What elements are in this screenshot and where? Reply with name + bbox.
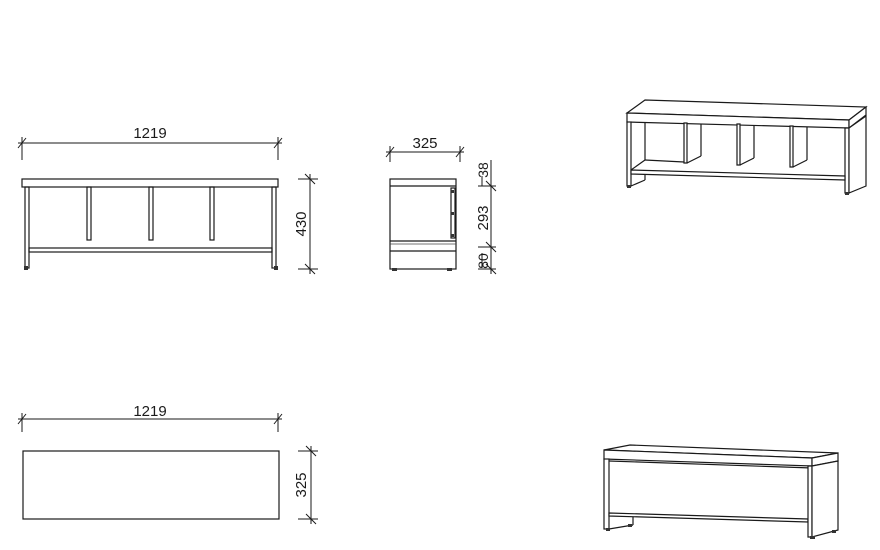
top-view: 1219 325: [17, 403, 318, 525]
front-height-dimension: 430: [293, 173, 318, 275]
side-bottom-label: 80: [475, 253, 491, 269]
top-depth-dimension: 325: [293, 445, 318, 525]
front-width-dimension: 1219: [17, 125, 283, 160]
top-width-label: 1219: [133, 403, 166, 420]
side-depth-dimension: 325: [385, 135, 465, 162]
side-middle-label: 293: [475, 205, 492, 230]
side-view: 325 38 293 80: [385, 135, 497, 275]
side-top-label: 38: [475, 162, 491, 178]
side-height-dimension: 38 293 80: [475, 160, 497, 275]
side-depth-label: 325: [412, 135, 437, 152]
top-depth-label: 325: [293, 472, 310, 497]
iso-back-view: [603, 444, 839, 539]
front-width-label: 1219: [133, 125, 166, 142]
front-view: 1219 430: [17, 125, 318, 275]
top-width-dimension: 1219: [17, 403, 283, 432]
front-height-label: 430: [293, 211, 310, 236]
iso-front-view: [625, 99, 868, 195]
